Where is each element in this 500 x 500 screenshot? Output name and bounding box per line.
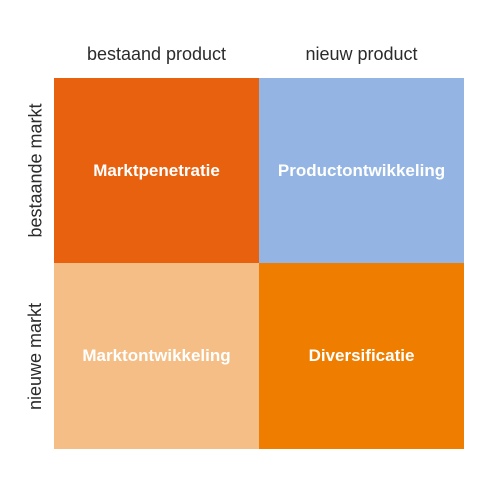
- row-header-existing-market-container: bestaande markt: [24, 78, 48, 263]
- column-header-new-product: nieuw product: [305, 44, 418, 64]
- quadrant-market-development: Marktontwikkeling: [54, 263, 259, 449]
- quadrant-label-diversification: Diversificatie: [308, 346, 415, 365]
- quadrant-diversification: Diversificatie: [259, 263, 464, 449]
- quadrant-product-development: Productontwikkeling: [259, 78, 464, 263]
- quadrant-label-product-development: Productontwikkeling: [277, 160, 446, 180]
- quadrant-label-market-penetration: Marktpenetratie: [93, 160, 220, 180]
- quadrant-label-market-development: Marktontwikkeling: [82, 346, 231, 365]
- column-header-existing-product: bestaand product: [86, 44, 227, 64]
- row-header-existing-market: bestaande markt: [25, 103, 46, 238]
- quadrant-market-penetration: Marktpenetratie: [54, 78, 259, 263]
- row-header-new-market: nieuwe markt: [25, 302, 46, 410]
- row-header-new-market-container: nieuwe markt: [24, 263, 48, 449]
